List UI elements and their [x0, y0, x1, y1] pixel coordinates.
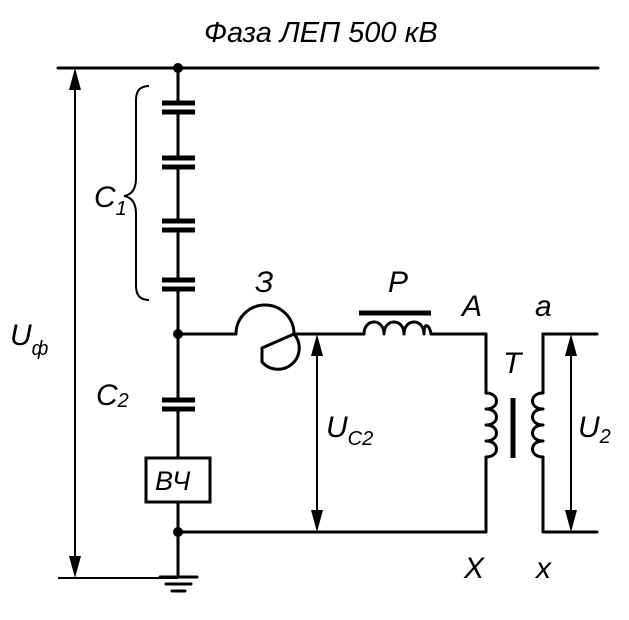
capacitor-c1-stack [162, 100, 195, 292]
ground-icon [158, 575, 199, 593]
reactor-icon [359, 310, 433, 336]
transformer-secondary-coil [531, 391, 545, 459]
label-c2: C2 [96, 379, 129, 412]
label-terminal-a-upper: A [460, 290, 482, 323]
label-terminal-x-lower: x [534, 552, 552, 585]
label-u-phase: Uф [10, 319, 49, 360]
diagram-title: Фаза ЛЕП 500 кВ [204, 17, 438, 49]
label-reactor-r: Р [388, 266, 408, 299]
label-terminal-x-upper: X [463, 552, 485, 585]
label-c1: C1 [94, 181, 127, 220]
label-arrester-z: З [255, 266, 273, 299]
u2-arrow [565, 334, 577, 532]
u-phase-arrow [69, 68, 81, 578]
uc2-arrow [311, 334, 323, 532]
arrester-icon [234, 303, 301, 371]
label-uc2: UC2 [326, 411, 373, 450]
transformer-primary-coil [484, 391, 498, 459]
label-terminal-a-lower: a [535, 290, 552, 323]
c1-brace [123, 85, 150, 301]
label-u2: U2 [578, 411, 611, 448]
hf-box-label: ВЧ [155, 466, 191, 496]
label-transformer-t: T [503, 347, 524, 380]
junction-top [173, 63, 183, 73]
